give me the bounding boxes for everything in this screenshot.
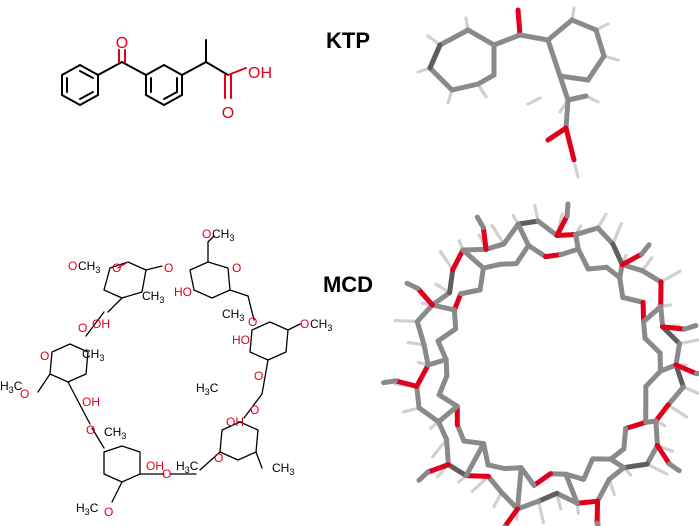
mcd-oh-label-2: OH xyxy=(82,395,100,409)
mcd-o-label-14: O xyxy=(300,317,309,331)
mcd-o-label-10: O xyxy=(86,423,95,437)
hydroxyl-label: OH xyxy=(248,65,272,82)
mcd-2d-structure: O O O O O O O O O O O O O O O O CH3 CH3 … xyxy=(0,227,332,519)
mcd-o-label-12: O xyxy=(202,227,211,241)
ketone-oxygen-label: O xyxy=(116,35,128,52)
mcd-label: MCD xyxy=(323,272,373,297)
mcd-ch3-label-4: CH3 xyxy=(222,307,244,323)
ktp-3d-model xyxy=(416,6,620,179)
mcd-3d-model xyxy=(381,201,699,526)
mcd-h3c-label-3: H3C xyxy=(176,459,199,475)
mcd-o-label-2: O xyxy=(112,261,121,275)
mcd-h3c-label-2: H3C xyxy=(0,379,23,395)
mcd-oh-label-3: OH xyxy=(226,415,244,429)
mcd-o-label-3: O xyxy=(164,261,173,275)
ktp-label: KTP xyxy=(326,28,370,53)
mcd-oh-label-4: OH xyxy=(146,459,164,473)
mcd-o-label-8: O xyxy=(214,451,223,465)
mcd-ch3-label-7: CH3 xyxy=(104,425,126,441)
mcd-o-label-11: O xyxy=(40,349,49,363)
mcd-o-label-1: O xyxy=(78,321,87,335)
ktp-2d-structure: O OH O xyxy=(61,35,272,122)
acid-oxygen-label: O xyxy=(222,105,234,122)
mcd-o-label-5: O xyxy=(248,315,257,329)
mcd-ch3-label-3: CH3 xyxy=(142,289,164,305)
mcd-ch3-label-8: CH3 xyxy=(272,461,294,477)
mcd-ho-label-1: HO xyxy=(174,285,192,299)
mcd-o-label-6: O xyxy=(254,369,263,383)
mcd-ch3-label-1: CH3 xyxy=(212,227,234,243)
mcd-ch3-label-2: CH3 xyxy=(78,259,100,275)
mcd-ho-label-2: HO xyxy=(232,333,250,347)
mcd-oh-label-1: OH xyxy=(92,317,110,331)
mcd-o-label-9: O xyxy=(162,467,171,481)
mcd-o-label-13: O xyxy=(68,259,77,273)
mcd-h3c-label-1: H3C xyxy=(196,381,219,397)
mcd-o-label-16: O xyxy=(104,505,113,519)
mcd-o-label-7: O xyxy=(250,403,259,417)
mcd-o-label-15: O xyxy=(20,387,29,401)
mcd-h3c-label-4: H3C xyxy=(76,501,99,517)
mcd-ch3-label-5: CH3 xyxy=(310,317,332,333)
mcd-ch3-label-6: CH3 xyxy=(82,347,104,363)
mcd-o-label-4: O xyxy=(232,261,241,275)
